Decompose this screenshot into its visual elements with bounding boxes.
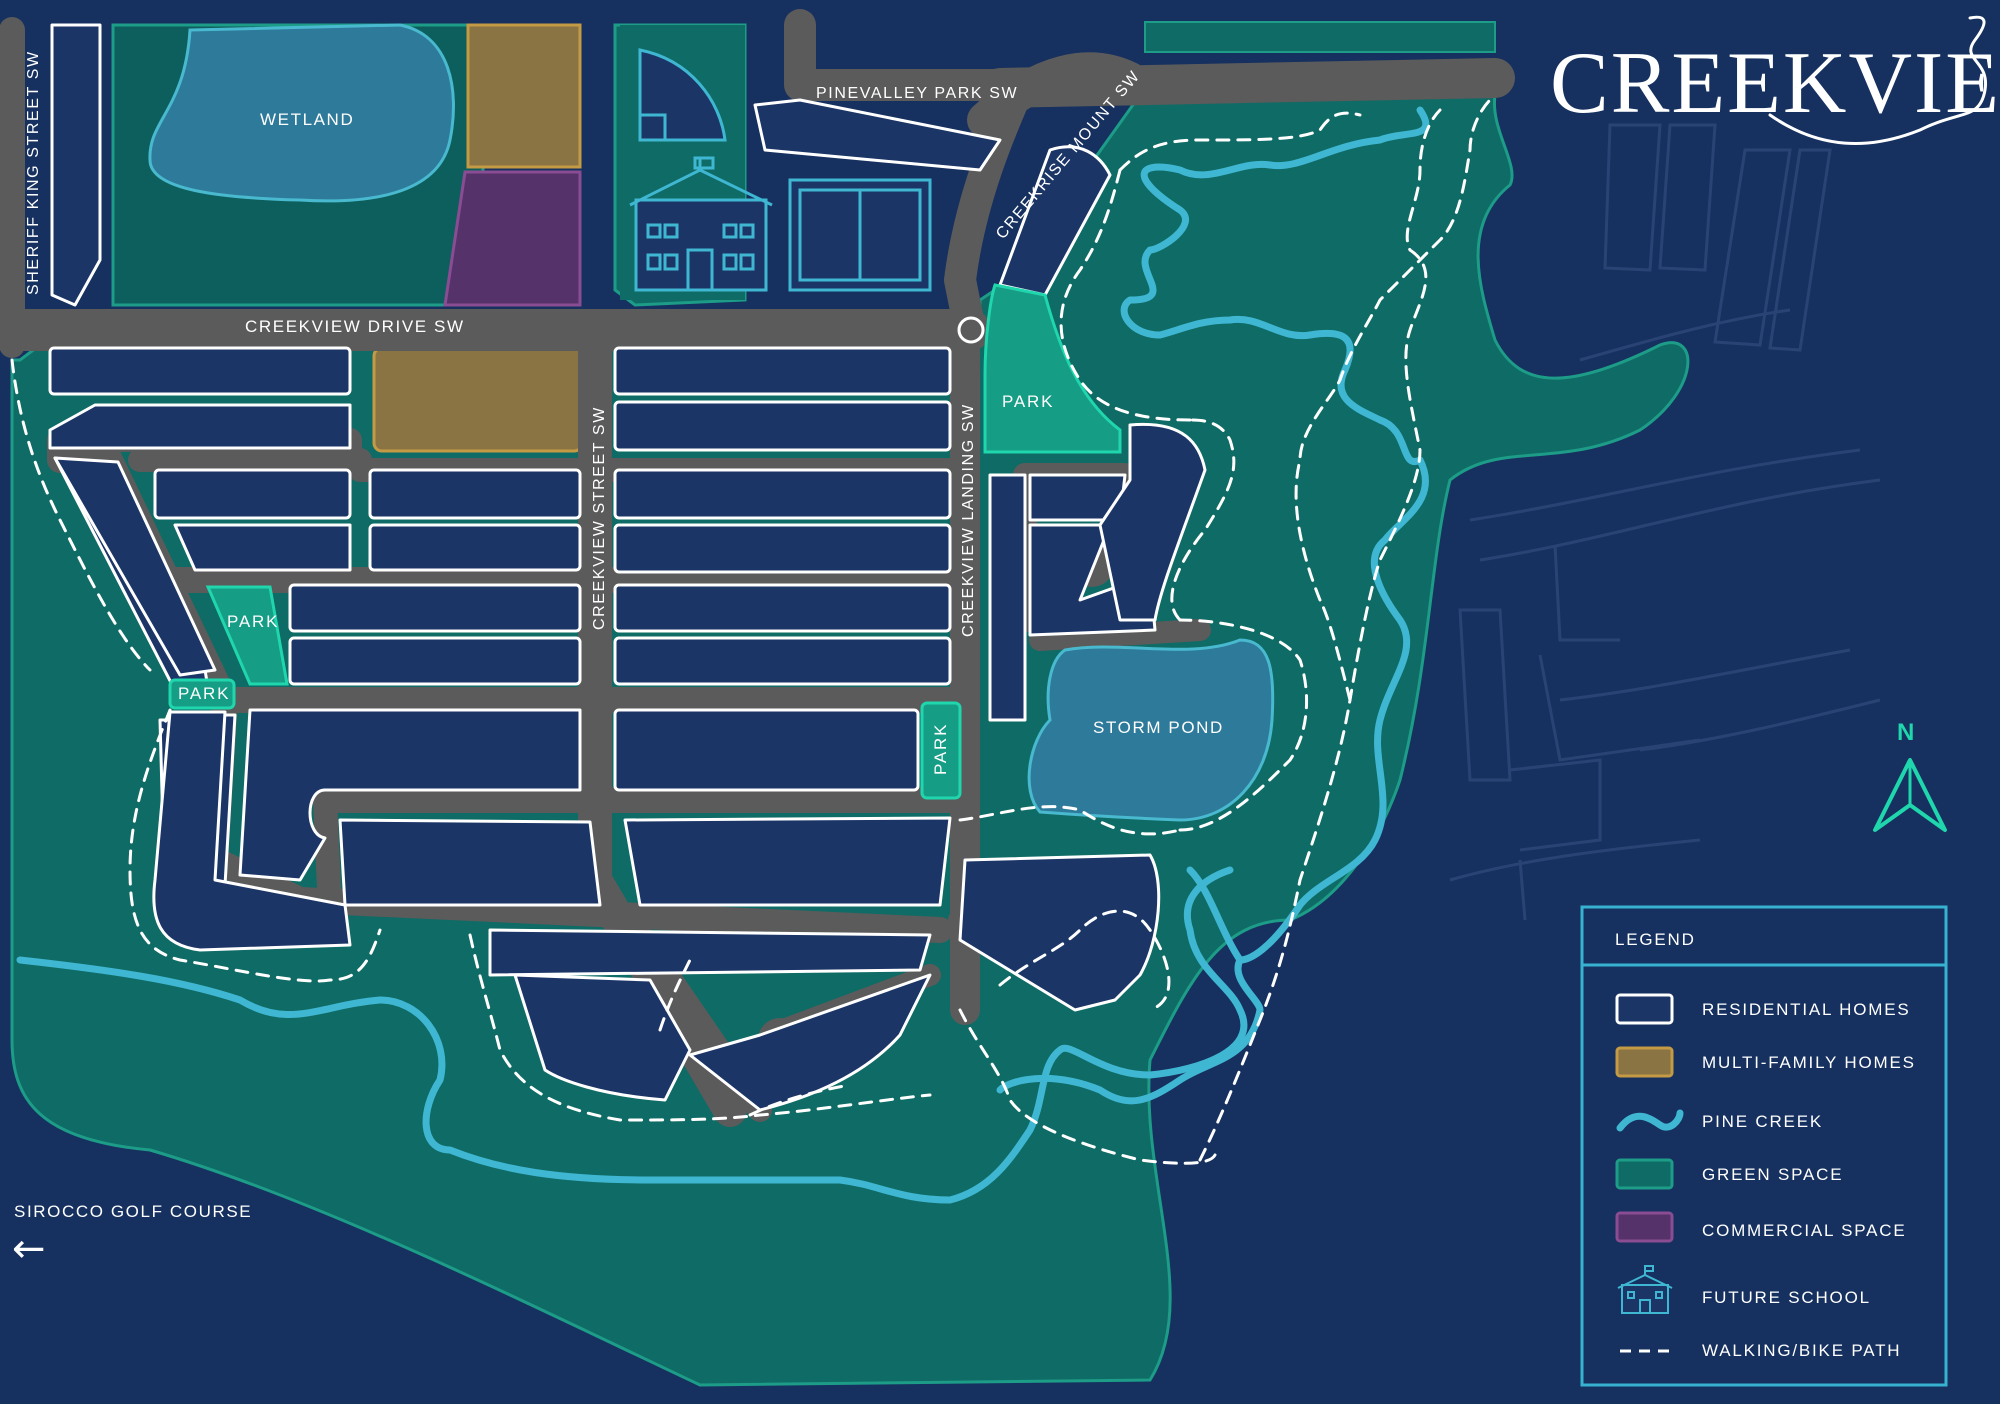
creek-wave-icon — [1616, 1109, 1684, 1132]
legend-item-path: WALKING/BIKE PATH — [1702, 1341, 1901, 1360]
legend: LEGEND RESIDENTIAL HOMES MULTI-FAMILY HO… — [1580, 905, 1948, 1387]
legend-title: LEGEND — [1615, 930, 1696, 949]
wetland — [148, 23, 455, 203]
residential-lots — [48, 23, 1207, 1112]
arrow-left-icon: ← — [12, 1226, 46, 1272]
legend-item-commercial: COMMERCIAL SPACE — [1702, 1221, 1907, 1240]
park-2 — [205, 585, 289, 686]
logo-text: CREEKVIEW — [1550, 35, 2000, 132]
pine-creek — [16, 106, 1430, 1204]
multi-family-block-2 — [372, 346, 584, 453]
school-legend-icon — [1617, 1265, 1673, 1314]
storm-pond — [1027, 638, 1275, 822]
school-icon — [629, 156, 773, 292]
park-1 — [983, 283, 1122, 454]
legend-item-multi-family: MULTI-FAMILY HOMES — [1702, 1053, 1916, 1072]
multi-family-block-1 — [466, 23, 582, 169]
green-strip-top — [1144, 21, 1496, 53]
street-label-creekview-drive: CREEKVIEW DRIVE SW — [245, 317, 465, 336]
walking-paths — [10, 98, 1492, 1165]
commercial-swatch — [1615, 1211, 1674, 1243]
multi-family-swatch — [1615, 1046, 1674, 1078]
commercial-block — [443, 170, 582, 307]
golf-course-label: SIROCCO GOLF COURSE — [14, 1202, 252, 1221]
street-label-creekview-street: CREEKVIEW STREET SW — [591, 406, 608, 630]
park-4 — [920, 701, 962, 800]
street-label-pinevalley: PINEVALLEY PARK SW — [816, 85, 1018, 102]
park-label-2: PARK — [227, 612, 279, 631]
street-label-sheriff-king: SHERIFF KING STREET SW — [25, 50, 42, 295]
storm-pond-label: STORM POND — [1093, 718, 1224, 737]
parks — [168, 283, 1122, 800]
compass-label: N — [1897, 719, 1914, 746]
legend-item-green-space: GREEN SPACE — [1702, 1165, 1843, 1184]
park-label-4: PARK — [931, 723, 950, 775]
legend-item-pine-creek: PINE CREEK — [1702, 1112, 1823, 1131]
legend-item-school: FUTURE SCHOOL — [1702, 1288, 1871, 1307]
roundabout — [957, 316, 985, 344]
logo-flourish — [1768, 15, 1988, 145]
wetland-label: WETLAND — [260, 110, 354, 129]
park-label-3: PARK — [178, 684, 230, 703]
park-3 — [168, 678, 236, 710]
compass: N — [1873, 719, 1947, 832]
street-label-creekview-landing: CREEKVIEW LANDING SW — [960, 403, 977, 637]
ball-diamond-icon — [638, 48, 727, 142]
residential-swatch — [1615, 993, 1674, 1025]
neighbouring-lots — [1449, 123, 1881, 921]
green-space-swatch — [1615, 1158, 1674, 1190]
sports-field-icon — [788, 178, 932, 292]
park-label-1: PARK — [1002, 392, 1054, 411]
legend-item-residential: RESIDENTIAL HOMES — [1702, 1000, 1911, 1019]
logo: CREEKVIEW — [1550, 15, 2000, 145]
